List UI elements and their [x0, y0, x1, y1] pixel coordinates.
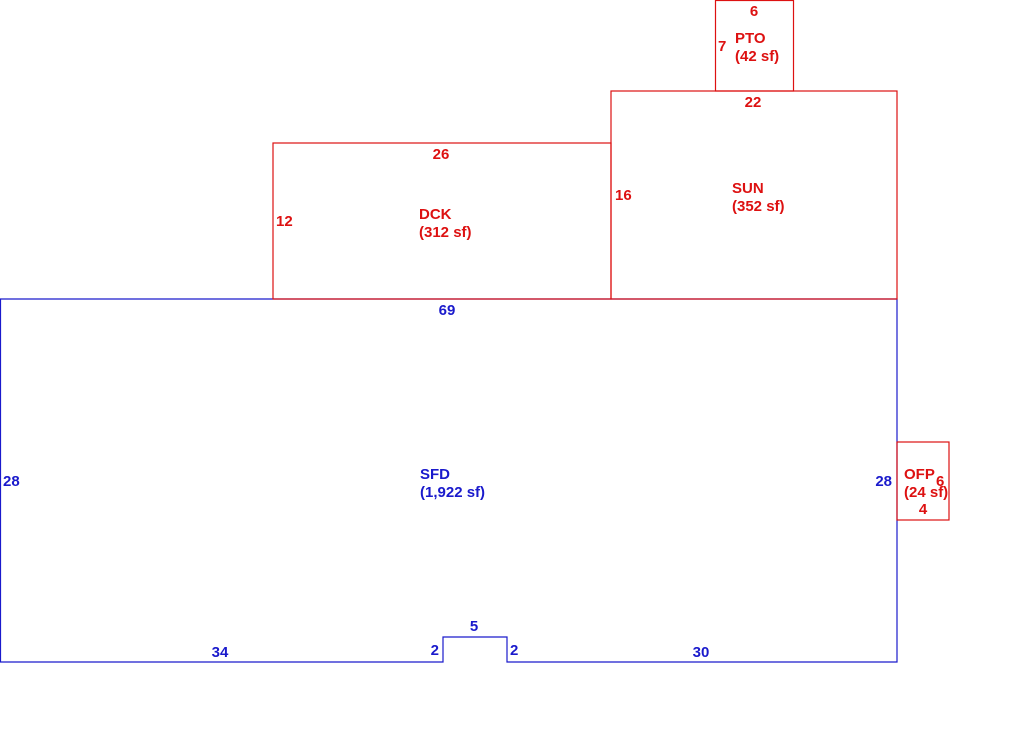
sfd-area-label: (1,922 sf) [420, 484, 485, 501]
sun-area: SUN (352 sf) 22 16 [610, 90, 898, 300]
sfd-outline [0, 298, 898, 663]
sfd-dim-bottom-left: 34 [212, 644, 229, 661]
ofp-code-label: OFP [904, 466, 935, 483]
sfd-code-label: SFD [420, 466, 450, 483]
ofp-area: OFP (24 sf) 6 4 [896, 441, 950, 521]
sfd-dim-notch-width: 5 [470, 618, 478, 635]
pto-dim-top: 6 [750, 3, 758, 20]
pto-dim-left: 7 [718, 38, 726, 55]
sfd-dim-bottom-right: 30 [693, 644, 710, 661]
sun-dim-left: 16 [615, 187, 632, 204]
dck-code-label: DCK [419, 206, 452, 223]
sfd-dim-top: 69 [439, 302, 456, 319]
pto-area: PTO (42 sf) 6 7 [714, 0, 795, 92]
sfd-area: SFD (1,922 sf) 69 28 28 34 30 5 2 2 [0, 298, 898, 663]
dck-area-label: (312 sf) [419, 224, 472, 241]
pto-code-label: PTO [735, 30, 766, 47]
sun-dim-top: 22 [745, 94, 762, 111]
sfd-dim-notch-right: 2 [510, 642, 518, 659]
pto-area-label: (42 sf) [735, 48, 779, 65]
sfd-dim-right: 28 [875, 473, 892, 490]
sun-code-label: SUN [732, 180, 764, 197]
sfd-dim-left: 28 [3, 473, 20, 490]
ofp-dim-bottom: 4 [919, 501, 928, 518]
ofp-dim-right: 6 [936, 473, 944, 490]
sfd-dim-notch-left: 2 [431, 642, 439, 659]
sun-area-label: (352 sf) [732, 198, 785, 215]
dck-area: DCK (312 sf) 26 12 [272, 142, 612, 300]
dck-dim-left: 12 [276, 213, 293, 230]
ofp-area-label: (24 sf) [904, 484, 948, 501]
pto-outline [714, 0, 795, 92]
ofp-outline [896, 441, 950, 521]
dck-dim-top: 26 [433, 146, 450, 163]
